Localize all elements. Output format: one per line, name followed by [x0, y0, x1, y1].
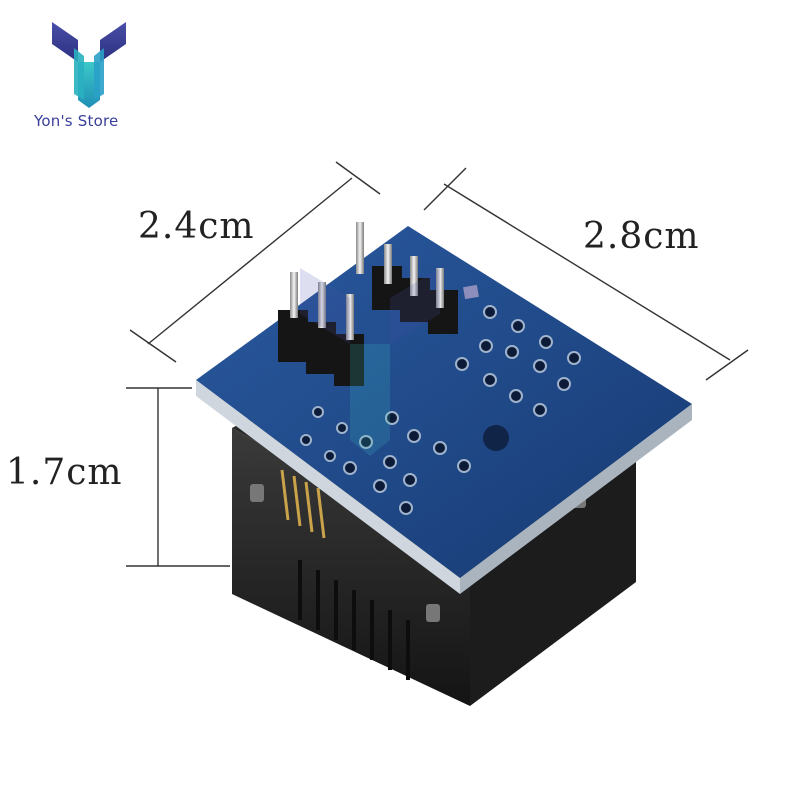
store-logo-icon	[52, 22, 126, 108]
header-pins	[278, 222, 458, 386]
dimension-lines	[126, 161, 749, 567]
depth-dimension-label: 2.8cm	[583, 216, 700, 257]
pcb-vias	[300, 305, 581, 515]
height-dimension-label: 1.7cm	[6, 452, 123, 493]
watermark-overlay	[300, 268, 440, 456]
width-dimension-label: 2.4cm	[138, 206, 255, 247]
store-name: Yon's Store	[34, 112, 119, 130]
